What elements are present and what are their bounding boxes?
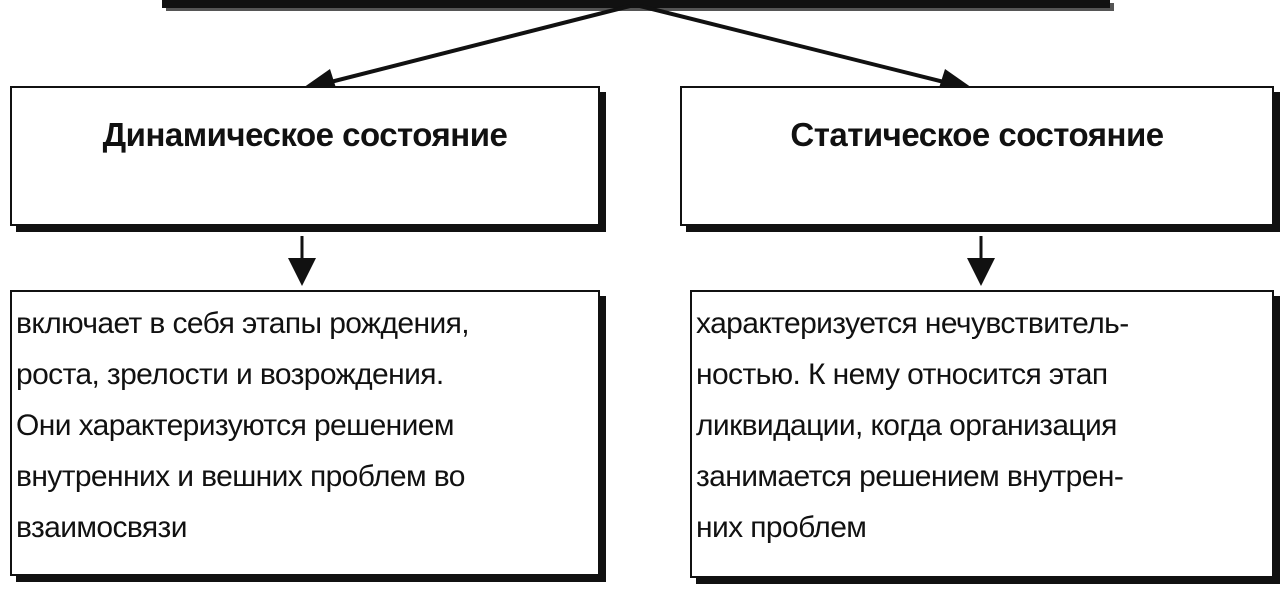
dynamic-state-description: включает в себя этапы рождения, роста, з… — [16, 307, 470, 544]
dynamic-state-box: Динамическое состояние — [10, 86, 600, 226]
dynamic-state-description-box: включает в себя этапы рождения, роста, з… — [10, 290, 600, 576]
static-state-title: Статическое состояние — [790, 116, 1164, 153]
dynamic-state-title: Динамическое состояние — [102, 116, 508, 153]
parent-box-bottom-edge — [162, 0, 1110, 8]
static-state-box: Статическое состояние — [680, 86, 1274, 226]
arrow-to-dynamic-state — [300, 4, 631, 91]
arrow-to-static-state — [639, 4, 975, 91]
static-state-description-box: характеризуется нечувствитель- ностью. К… — [690, 290, 1274, 578]
arrow-dynamic-to-description — [288, 236, 316, 286]
static-state-description: характеризуется нечувствитель- ностью. К… — [696, 307, 1129, 544]
arrow-static-to-description — [967, 236, 995, 286]
